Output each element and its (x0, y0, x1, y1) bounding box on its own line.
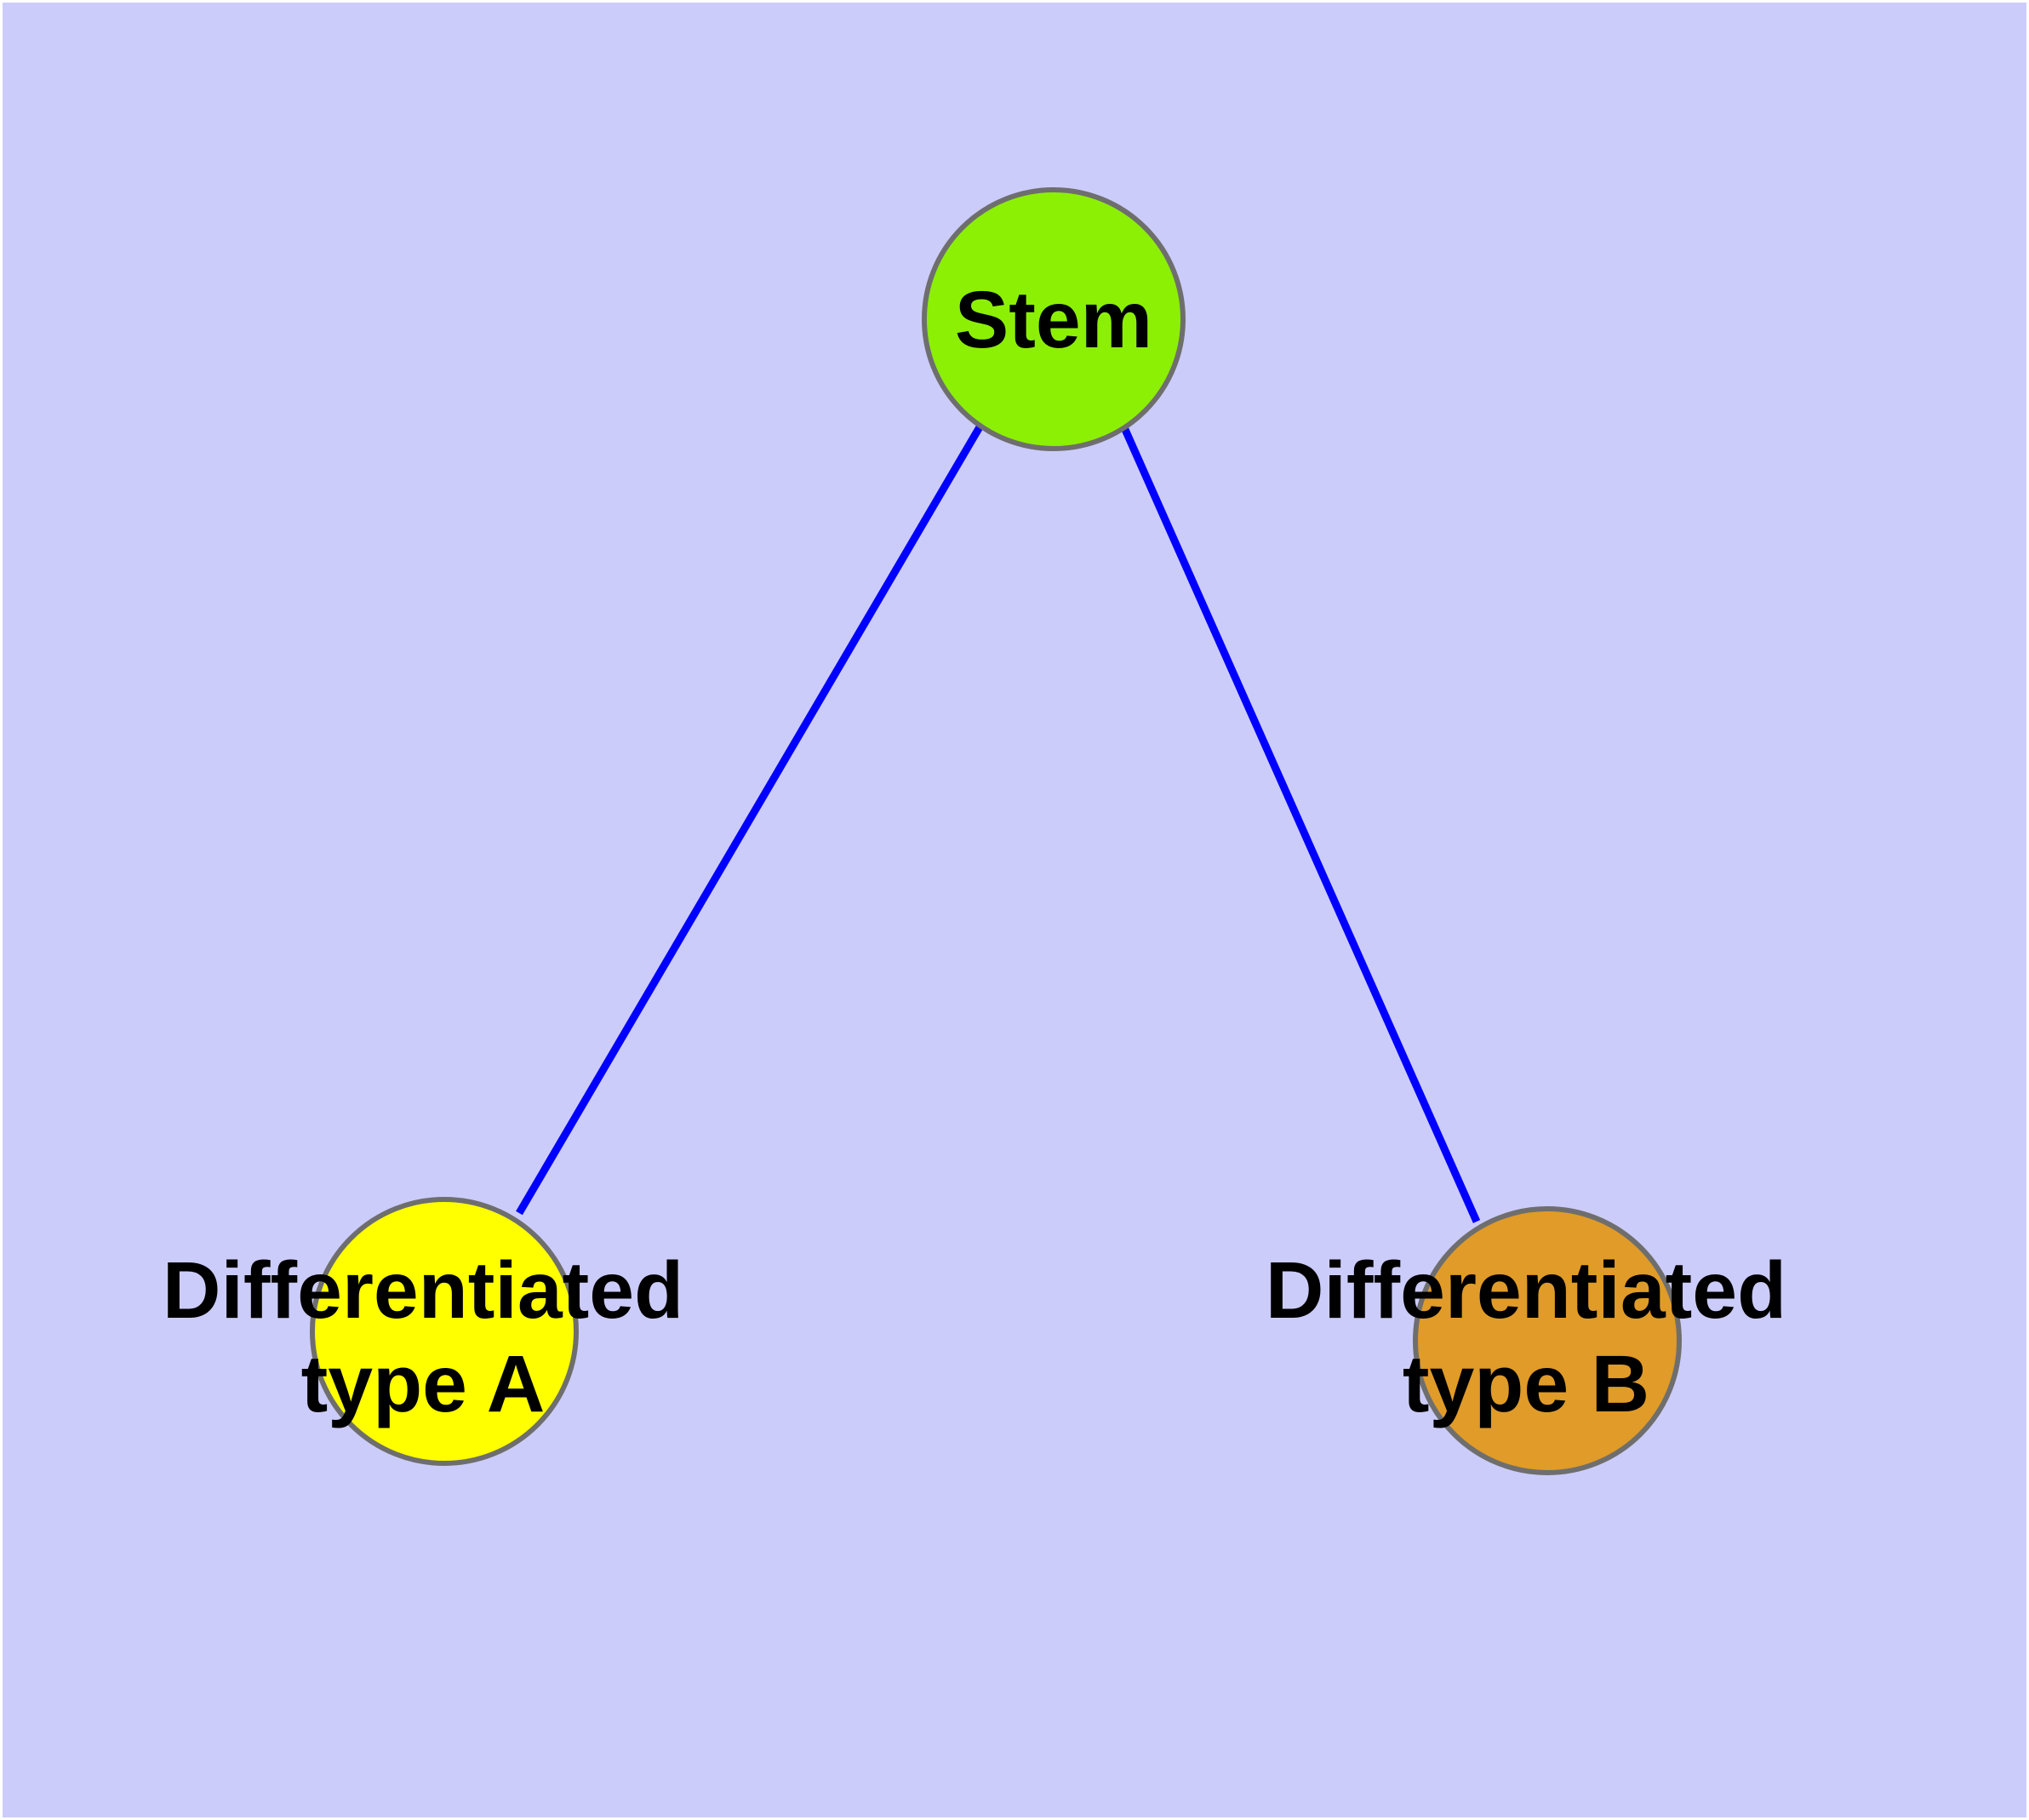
node-differentiated-type-b-circle[interactable] (1413, 1206, 1682, 1475)
node-differentiated-type-a-label-line-2: type A (301, 1339, 546, 1429)
edges-layer (516, 423, 1481, 1223)
node-stem[interactable]: Stem (922, 187, 1186, 451)
node-differentiated-type-a[interactable]: Differentiated type A (163, 1197, 683, 1466)
node-differentiated-type-a-label-line-1: Differentiated (163, 1245, 683, 1336)
edge-stem-to-differentiated-type-b[interactable] (1119, 424, 1481, 1223)
node-differentiated-type-b-label-line-1: Differentiated (1266, 1245, 1786, 1336)
node-stem-circle[interactable] (922, 187, 1186, 451)
node-differentiated-type-b[interactable]: Differentiated type B (1266, 1206, 1786, 1475)
node-stem-label-line-1: Stem (955, 275, 1152, 365)
nodes-layer: Stem Differentiated type A Differentiate… (163, 187, 1786, 1475)
edge-stem-to-differentiated-type-a[interactable] (516, 423, 984, 1216)
node-differentiated-type-b-label-line-2: type B (1403, 1339, 1649, 1429)
node-differentiated-type-a-circle[interactable] (310, 1197, 579, 1466)
